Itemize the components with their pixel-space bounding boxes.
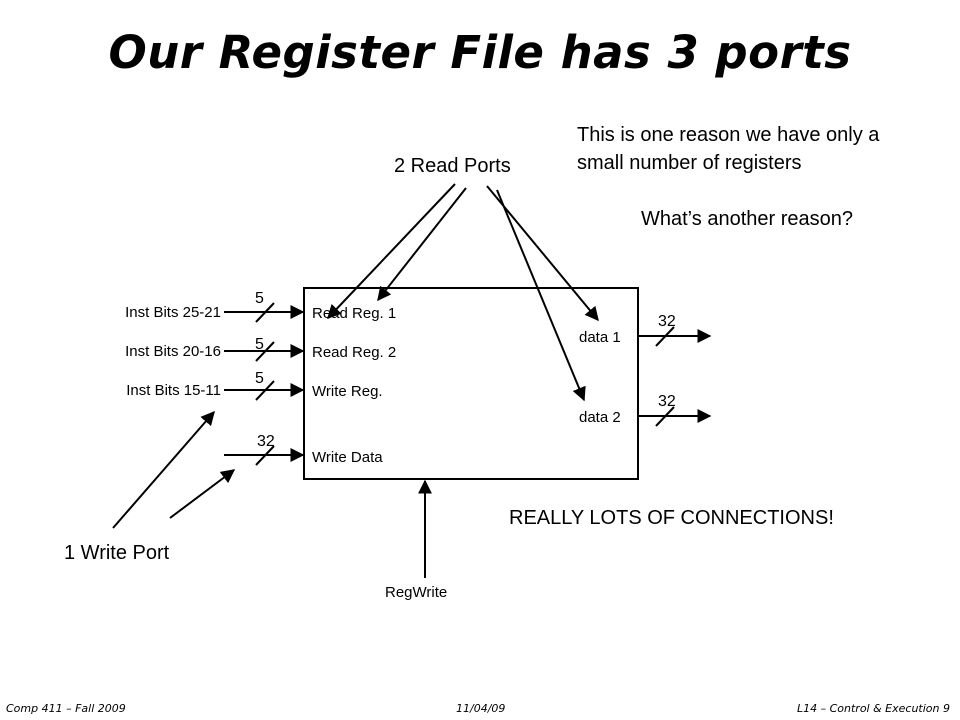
input-source-label: Inst Bits 25-21	[125, 304, 221, 321]
port-label-write-reg: Write Reg.	[312, 383, 383, 400]
regwrite-label: RegWrite	[385, 584, 447, 601]
write-port-arrow	[112, 410, 215, 529]
bus-slash	[255, 302, 275, 323]
port-label-write-data: Write Data	[312, 449, 383, 466]
read-ports-label: 2 Read Ports	[394, 155, 511, 177]
emphasis-text: REALLY LOTS OF CONNECTIONS!	[509, 507, 834, 529]
bus-width-label: 5	[255, 336, 264, 353]
bus-width-label: 5	[255, 290, 264, 307]
bus-slash	[255, 380, 275, 401]
bus-slash	[655, 406, 675, 427]
read-port-arrow	[496, 189, 586, 402]
read-port-arrow	[377, 187, 467, 302]
bus-slash	[255, 341, 275, 362]
footer-course: Comp 411 – Fall 2009	[6, 702, 126, 715]
bus-width-label: 32	[658, 313, 676, 330]
bus-width-label: 5	[255, 370, 264, 387]
register-file-box	[303, 287, 639, 480]
input-source-label: Inst Bits 15-11	[126, 382, 221, 399]
input-source-label: Inst Bits 20-16	[125, 343, 221, 360]
port-label-read-reg-2: Read Reg. 2	[312, 344, 396, 361]
bus-width-label: 32	[257, 433, 275, 450]
question-text: What’s another reason?	[641, 208, 853, 230]
note-line-1: This is one reason we have only a	[577, 124, 880, 146]
bus-width-label: 32	[658, 393, 676, 410]
port-label-read-reg-1: Read Reg. 1	[312, 305, 396, 322]
footer-date: 11/04/09	[456, 702, 506, 715]
bus-slash	[655, 326, 675, 347]
bus-slash	[255, 445, 275, 466]
port-label-data-2: data 2	[579, 409, 621, 426]
read-port-arrow	[327, 183, 456, 320]
write-port-arrow	[169, 469, 236, 519]
write-port-label: 1 Write Port	[64, 542, 170, 564]
register-file-diagram: This is one reason we have only a small …	[64, 124, 880, 601]
note-line-2: small number of registers	[577, 152, 802, 174]
footer-lecture: L14 – Control & Execution 9	[796, 702, 950, 715]
slide-title: Our Register File has 3 ports	[108, 26, 852, 79]
port-label-data-1: data 1	[579, 329, 621, 346]
